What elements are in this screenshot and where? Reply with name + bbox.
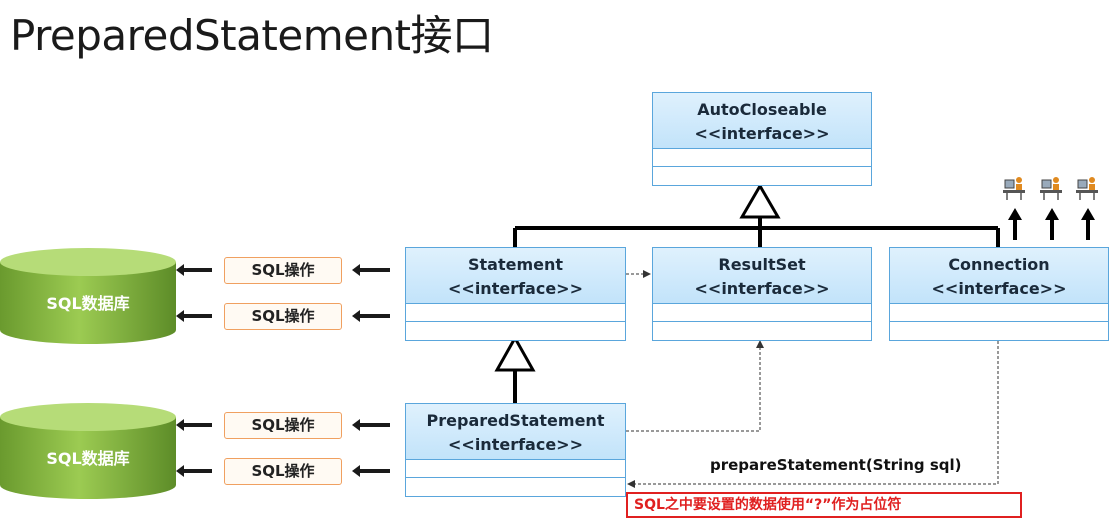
sql-operation-box: SQL操作 [224,303,342,330]
class-name: Statement [467,255,564,274]
class-stereotype: <<interface>> [694,124,830,143]
class-name: PreparedStatement [426,411,605,430]
class-autocloseable: AutoCloseable <<interface>> [652,92,872,186]
class-methods [653,322,871,339]
user-at-computer-icon [1040,177,1062,200]
user-at-computer-icon [1003,177,1025,200]
class-preparedstatement: PreparedStatement <<interface>> [405,403,626,497]
inheritance-connector-statement [494,334,536,403]
sql-database-2: SQL数据库 [0,401,176,501]
database-label: SQL数据库 [46,449,130,468]
placeholder-note: SQL之中要设置的数据使用“?”作为占位符 [626,492,1022,518]
class-methods [406,322,625,339]
class-name: ResultSet [718,255,806,274]
class-methods [406,478,625,495]
class-methods [653,167,871,184]
sql-operation-box: SQL操作 [224,257,342,284]
op-arrows [184,268,390,473]
class-resultset: ResultSet <<interface>> [652,247,872,341]
class-attributes [890,304,1108,322]
user-up-arrows [1008,208,1095,240]
class-stereotype: <<interface>> [694,279,830,298]
class-statement: Statement <<interface>> [405,247,626,341]
user-at-computer-icon [1076,177,1098,200]
class-stereotype: <<interface>> [448,279,583,298]
class-attributes [406,304,625,322]
database-label: SQL数据库 [46,294,130,313]
dependency-preparedstatement-resultset [626,340,764,432]
sql-operation-box: SQL操作 [224,458,342,485]
class-attributes [653,304,871,322]
class-methods [890,322,1108,339]
class-connection: Connection <<interface>> [889,247,1109,341]
page-title: PreparedStatement接口 [10,11,494,60]
database-cylinder-icon [0,248,176,344]
class-attributes [406,460,625,478]
class-name: AutoCloseable [697,100,827,119]
database-cylinder-icon [0,403,176,499]
method-label: prepareStatement(String sql) [710,456,962,474]
class-stereotype: <<interface>> [448,435,583,454]
sql-database-1: SQL数据库 [0,246,176,346]
dependency-connection-preparedstatement [627,341,999,488]
inheritance-connector-autocloseable [513,183,1000,247]
class-attributes [653,149,871,167]
class-stereotype: <<interface>> [931,279,1067,298]
class-name: Connection [948,255,1050,274]
op-arrowheads [176,264,360,477]
sql-operation-box: SQL操作 [224,412,342,439]
